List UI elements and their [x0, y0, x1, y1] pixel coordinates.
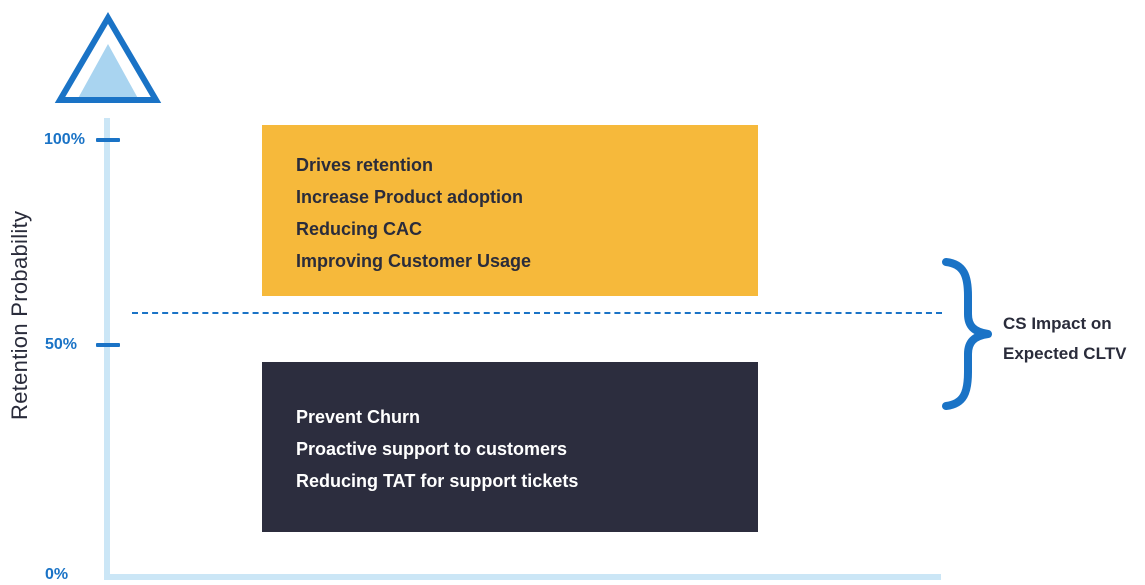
- high-retention-box: Drives retention Increase Product adopti…: [262, 125, 758, 296]
- y-axis-line: [104, 118, 110, 580]
- triangle-logo-icon: [54, 12, 162, 103]
- high-box-line: Drives retention: [296, 155, 434, 175]
- cs-impact-label-line: CS Impact on: [1003, 314, 1112, 333]
- cs-impact-label-line: Expected CLTV: [1003, 344, 1127, 363]
- low-retention-box: Prevent Churn Proactive support to custo…: [262, 362, 758, 532]
- tick-50: [96, 343, 120, 347]
- cs-impact-label: CS Impact on Expected CLTV: [1003, 309, 1126, 369]
- low-box-line: Reducing TAT for support tickets: [296, 471, 579, 491]
- high-box-line: Reducing CAC: [296, 219, 422, 239]
- high-box-line: Increase Product adoption: [296, 187, 524, 207]
- threshold-dashed-line: [132, 312, 942, 314]
- tick-label-0: 0%: [45, 566, 69, 583]
- tick-label-50: 50%: [45, 336, 78, 353]
- y-axis-title: Retention Probability: [7, 210, 32, 420]
- low-box-line: Prevent Churn: [296, 407, 421, 427]
- low-box-line: Proactive support to customers: [296, 439, 568, 459]
- tick-100: [96, 138, 120, 142]
- curly-brace-icon: [942, 258, 992, 410]
- tick-label-100: 100%: [44, 131, 85, 148]
- high-box-line: Improving Customer Usage: [296, 251, 532, 271]
- x-axis-line: [104, 574, 941, 580]
